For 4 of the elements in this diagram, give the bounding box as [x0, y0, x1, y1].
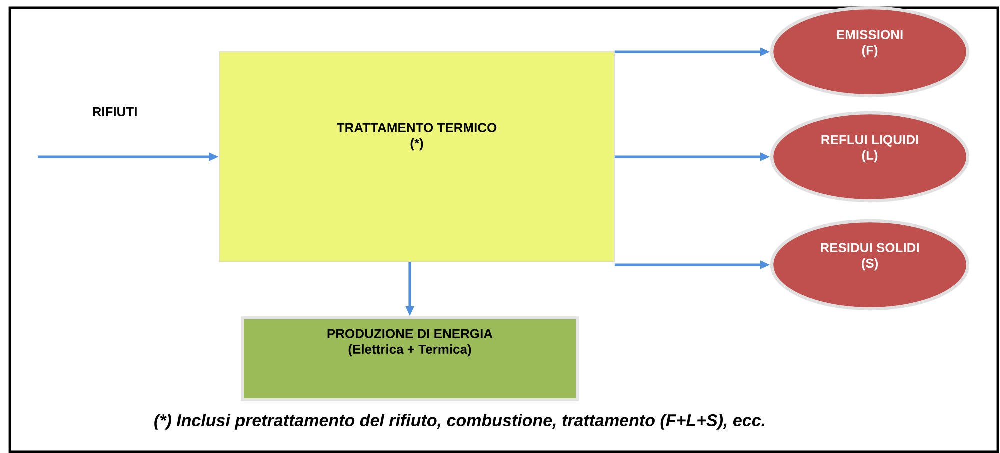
output-box: PRODUZIONE DI ENERGIA (Elettrica + Termica)	[241, 316, 579, 402]
process-box: TRATTAMENTO TERMICO (*)	[219, 52, 615, 262]
edge-label: RIFIUTI	[90, 105, 140, 119]
footnote: (*) Inclusi pretrattamento del rifiuto, combustione, trattamento (F+L+S), ecc.	[154, 414, 765, 430]
